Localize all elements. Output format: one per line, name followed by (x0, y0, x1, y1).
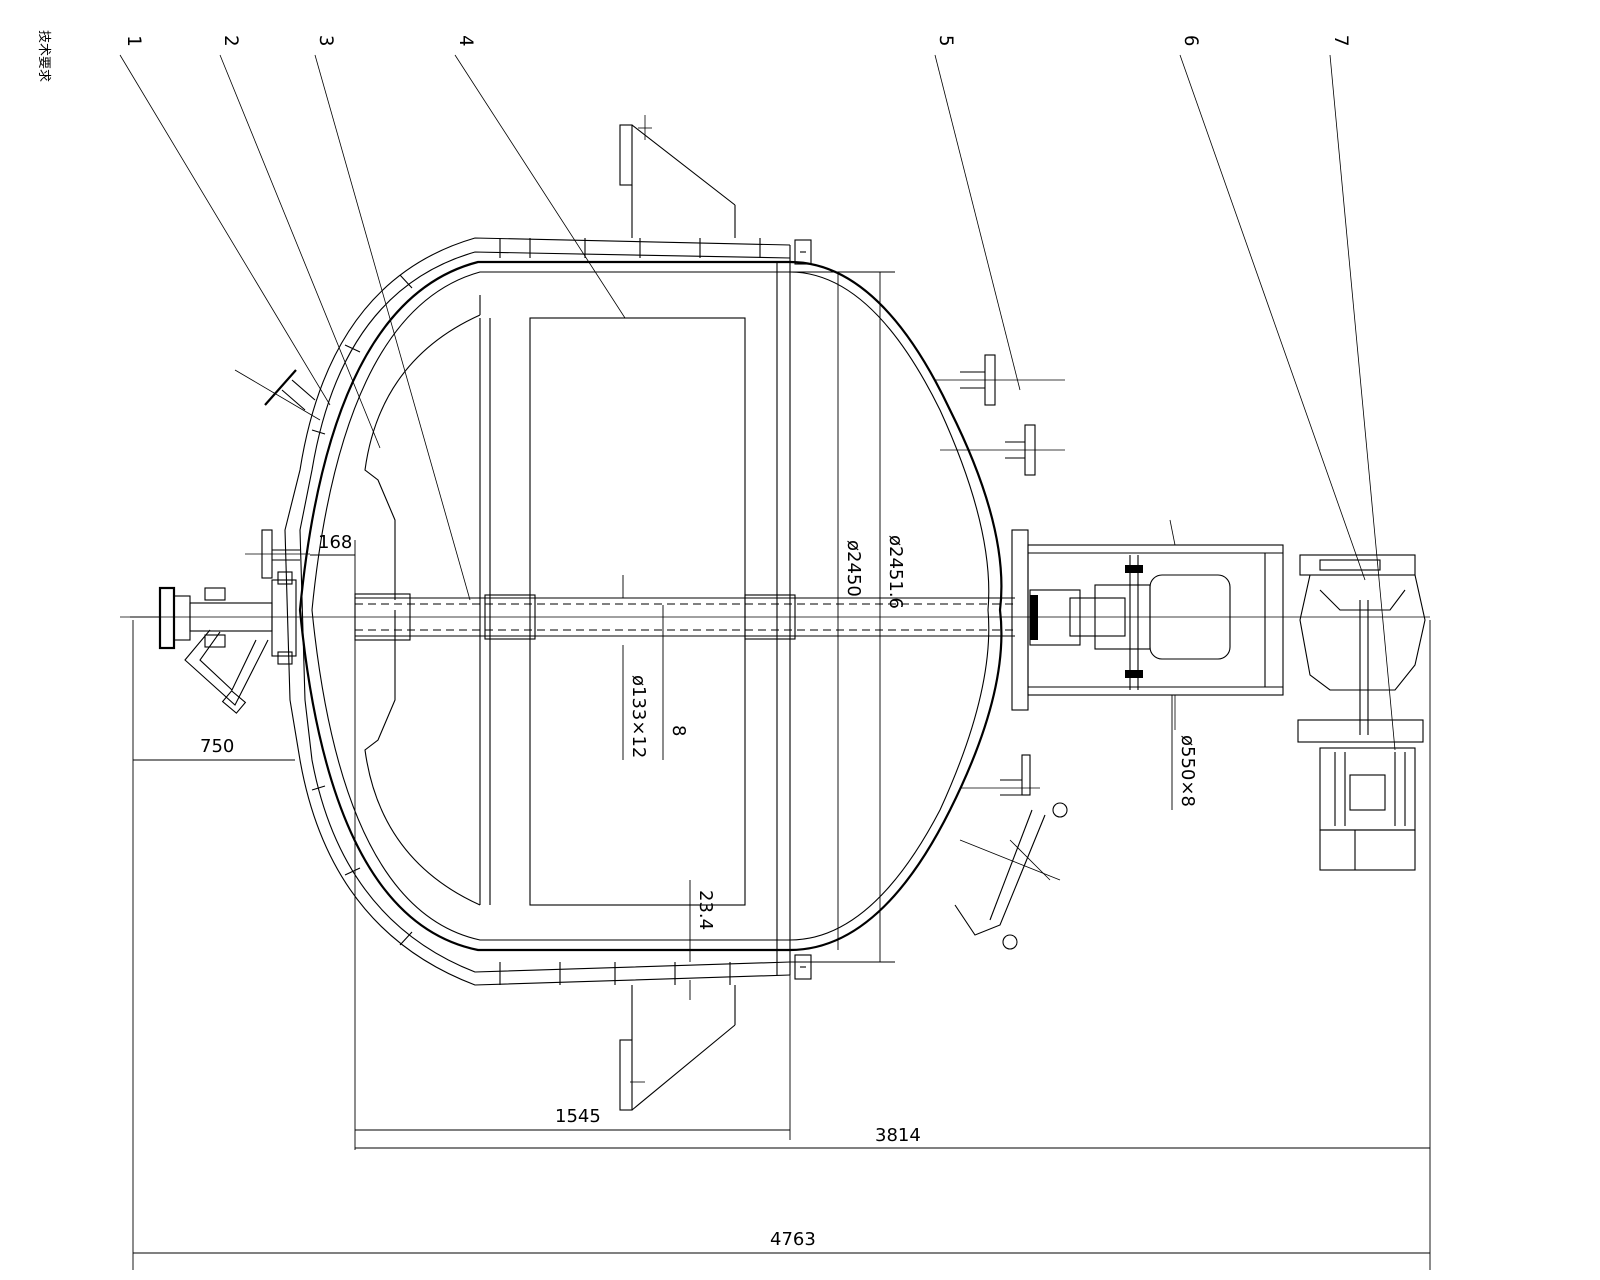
dim-3814: 3814 (875, 1125, 921, 1146)
part-label-6: 6 (1180, 35, 1202, 46)
dim-motor-pipe: ø550×8 (1177, 735, 1198, 807)
dim-1545: 1545 (555, 1106, 601, 1127)
vessel-shell (284, 237, 1003, 986)
nozzles-right-head (935, 354, 1065, 796)
part-label-3: 3 (315, 35, 337, 46)
dim-phi2450: ø2450 (843, 540, 864, 597)
support-lug-bottom (619, 985, 736, 1111)
inlet-valve (130, 529, 310, 714)
support-lug-top (619, 115, 736, 238)
part-label-2: 2 (220, 35, 242, 46)
part-label-5: 5 (935, 35, 957, 46)
corner-note: 技术要求 (36, 30, 51, 82)
agitator-shaft (120, 593, 1430, 641)
part-label-7: 7 (1330, 35, 1352, 46)
dim-4763: 4763 (770, 1229, 816, 1250)
dim-750: 750 (200, 736, 234, 757)
leader-lines (119, 54, 1396, 751)
part-label-4: 4 (455, 35, 477, 46)
dimension-lines (132, 271, 1431, 1270)
drive-frame (1011, 519, 1284, 730)
part-label-1: 1 (123, 35, 145, 46)
dim-8: 8 (668, 725, 689, 736)
motor (1319, 747, 1416, 871)
dim-shaft: ø133×12 (628, 675, 649, 758)
gearbox (1297, 554, 1426, 743)
dim-168: 168 (318, 532, 352, 553)
nozzle-top-left (234, 369, 321, 421)
dim-23-4: 23.4 (695, 890, 716, 930)
agitator (364, 295, 796, 906)
manhole-bottom-right (954, 802, 1068, 950)
dim-phi2451: ø2451.6 (885, 535, 906, 609)
